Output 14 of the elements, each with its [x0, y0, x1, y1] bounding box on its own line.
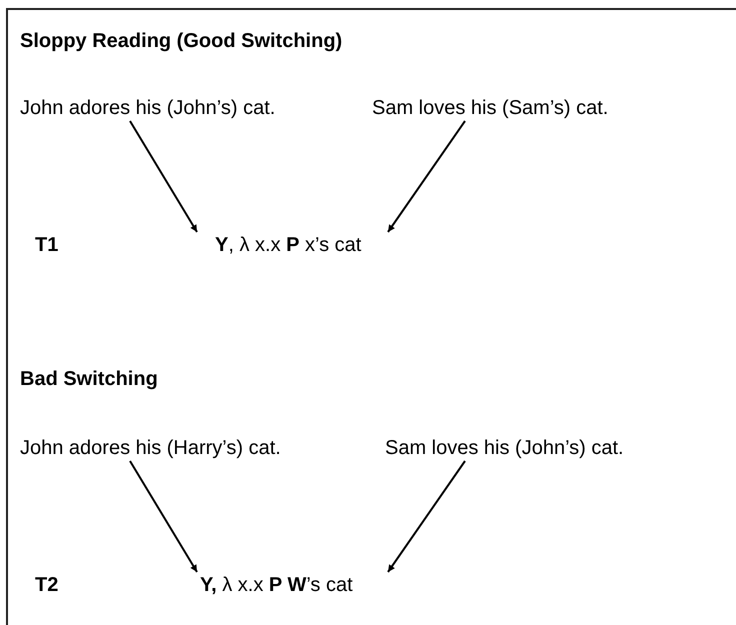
arrow — [129, 460, 198, 573]
formula-text: Y, λ x.x P W’s cat — [200, 572, 353, 598]
sentence-text: Sam loves his (Sam’s) cat. — [372, 95, 608, 121]
arrow — [129, 120, 198, 233]
formula-text: Y, λ x.x P x’s cat — [215, 232, 362, 258]
section-heading: Sloppy Reading (Good Switching) — [20, 29, 342, 54]
arrow — [387, 120, 466, 233]
sentence-text: John adores his (John’s) cat. — [20, 95, 276, 121]
tree-label: T2 — [35, 573, 58, 598]
sentence-text: Sam loves his (John’s) cat. — [385, 435, 624, 461]
tree-label: T1 — [35, 233, 58, 258]
sentence-text: John adores his (Harry’s) cat. — [20, 435, 281, 461]
section-heading: Bad Switching — [20, 367, 158, 392]
arrow — [387, 460, 466, 573]
